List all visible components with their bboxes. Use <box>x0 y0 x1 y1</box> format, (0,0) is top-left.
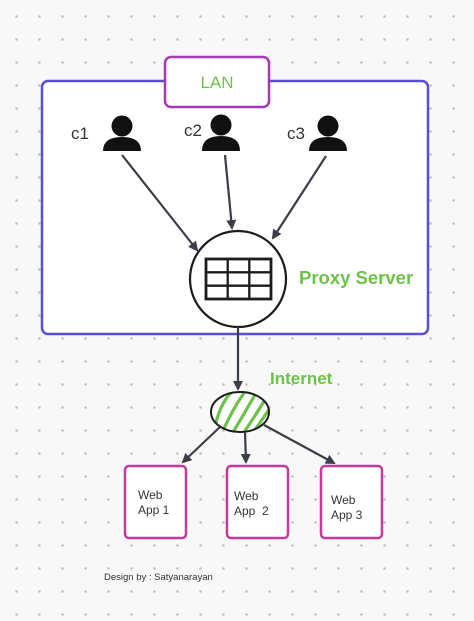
web-app-label-line1: Web <box>331 493 356 507</box>
lan-label: LAN <box>200 73 233 92</box>
web-app-label-line1: Web <box>138 488 163 502</box>
user-icon <box>202 114 240 151</box>
arrow-c1-to-proxy <box>121 154 199 252</box>
arrow-c2-to-proxy <box>223 154 237 230</box>
web-app-label-line1: Web <box>234 489 259 503</box>
arrow-internet-to-app3 <box>263 424 336 464</box>
web-app-1: Web App 1 <box>123 464 188 540</box>
arrow-internet-to-app2 <box>240 431 251 464</box>
proxy-server-node <box>188 229 288 329</box>
client-label: c2 <box>184 121 202 140</box>
arrow-c3-to-proxy <box>271 155 327 240</box>
web-app-3: Web App 3 <box>319 464 384 540</box>
proxy-server-label: Proxy Server <box>299 267 413 288</box>
user-icon <box>103 115 141 151</box>
web-app-label-line2: App 2 <box>234 504 269 518</box>
client-c1: c1 <box>71 115 141 151</box>
client-c2: c2 <box>184 114 240 151</box>
client-c3: c3 <box>287 115 347 151</box>
client-label: c1 <box>71 124 89 143</box>
client-label: c3 <box>287 124 305 143</box>
web-app-2: Web App 2 <box>225 464 290 540</box>
internet-label: Internet <box>270 369 333 388</box>
lan-badge: LAN <box>163 55 271 109</box>
credit-text: Design by : Satyanarayan <box>104 572 213 583</box>
web-app-label-line2: App 1 <box>138 503 170 517</box>
web-app-label-line2: App 3 <box>331 508 363 522</box>
arrow-internet-to-app1 <box>181 426 221 464</box>
user-icon <box>309 115 347 151</box>
table-grid-icon <box>204 257 273 301</box>
